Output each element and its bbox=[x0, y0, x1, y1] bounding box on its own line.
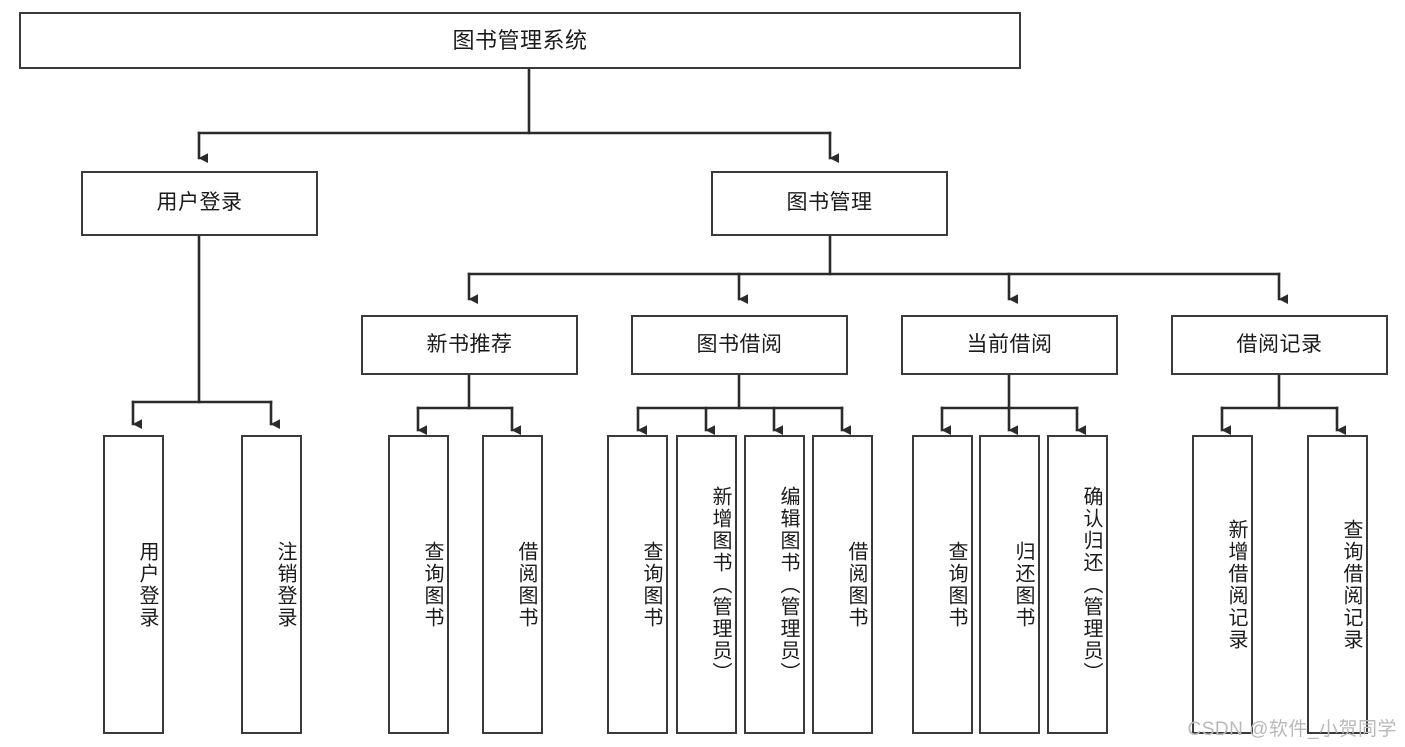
node-label: 图书借阅 bbox=[696, 332, 783, 356]
leaf-borrow-books-recommend[interactable]: 借阅图书 bbox=[482, 435, 543, 734]
node-label: 新增借阅记录 bbox=[1225, 518, 1247, 651]
leaf-borrow-books[interactable]: 借阅图书 bbox=[812, 435, 873, 734]
node-label: 用户登录 bbox=[136, 540, 158, 629]
node-label: 借阅图书 bbox=[515, 540, 537, 629]
node-current-borrow[interactable]: 当前借阅 bbox=[901, 315, 1118, 375]
node-borrow-records[interactable]: 借阅记录 bbox=[1171, 315, 1388, 375]
node-label: 查询图书 bbox=[640, 540, 662, 629]
leaf-user-login[interactable]: 用户登录 bbox=[103, 435, 164, 734]
node-label: 查询图书 bbox=[421, 540, 443, 629]
node-book-borrow[interactable]: 图书借阅 bbox=[631, 315, 848, 375]
leaf-return-books[interactable]: 归还图书 bbox=[979, 435, 1040, 734]
node-label: 编辑图书（管理员） bbox=[777, 485, 799, 684]
leaf-query-borrow-record[interactable]: 查询借阅记录 bbox=[1307, 435, 1368, 734]
leaf-query-books-current[interactable]: 查询图书 bbox=[912, 435, 973, 734]
leaf-edit-book-admin[interactable]: 编辑图书（管理员） bbox=[744, 435, 805, 734]
node-label: 查询图书 bbox=[945, 540, 967, 629]
leaf-confirm-return-admin[interactable]: 确认归还（管理员） bbox=[1047, 435, 1108, 734]
leaf-add-borrow-record[interactable]: 新增借阅记录 bbox=[1192, 435, 1253, 734]
node-label: 当前借阅 bbox=[966, 332, 1053, 356]
node-user-login[interactable]: 用户登录 bbox=[81, 171, 318, 236]
leaf-logout[interactable]: 注销登录 bbox=[241, 435, 302, 734]
leaf-query-books-borrow[interactable]: 查询图书 bbox=[607, 435, 668, 734]
leaf-add-book-admin[interactable]: 新增图书（管理员） bbox=[676, 435, 737, 734]
node-label: 确认归还（管理员） bbox=[1080, 485, 1102, 684]
node-label: 用户登录 bbox=[156, 191, 243, 215]
node-label: 图书管理系统 bbox=[452, 27, 588, 53]
node-label: 注销登录 bbox=[274, 540, 296, 629]
node-label: 新书推荐 bbox=[426, 332, 513, 356]
watermark-text: CSDN @软件_小贺同学 bbox=[1187, 719, 1397, 740]
node-label: 图书管理 bbox=[786, 191, 873, 215]
node-label: 借阅图书 bbox=[845, 540, 867, 629]
leaf-query-books-recommend[interactable]: 查询图书 bbox=[388, 435, 449, 734]
node-label: 借阅记录 bbox=[1236, 332, 1323, 356]
node-book-management[interactable]: 图书管理 bbox=[711, 171, 948, 236]
node-root-system[interactable]: 图书管理系统 bbox=[19, 12, 1021, 69]
node-new-book-recommend[interactable]: 新书推荐 bbox=[361, 315, 578, 375]
node-label: 新增图书（管理员） bbox=[709, 485, 731, 684]
node-label: 查询借阅记录 bbox=[1340, 518, 1362, 651]
node-label: 归还图书 bbox=[1012, 540, 1034, 629]
